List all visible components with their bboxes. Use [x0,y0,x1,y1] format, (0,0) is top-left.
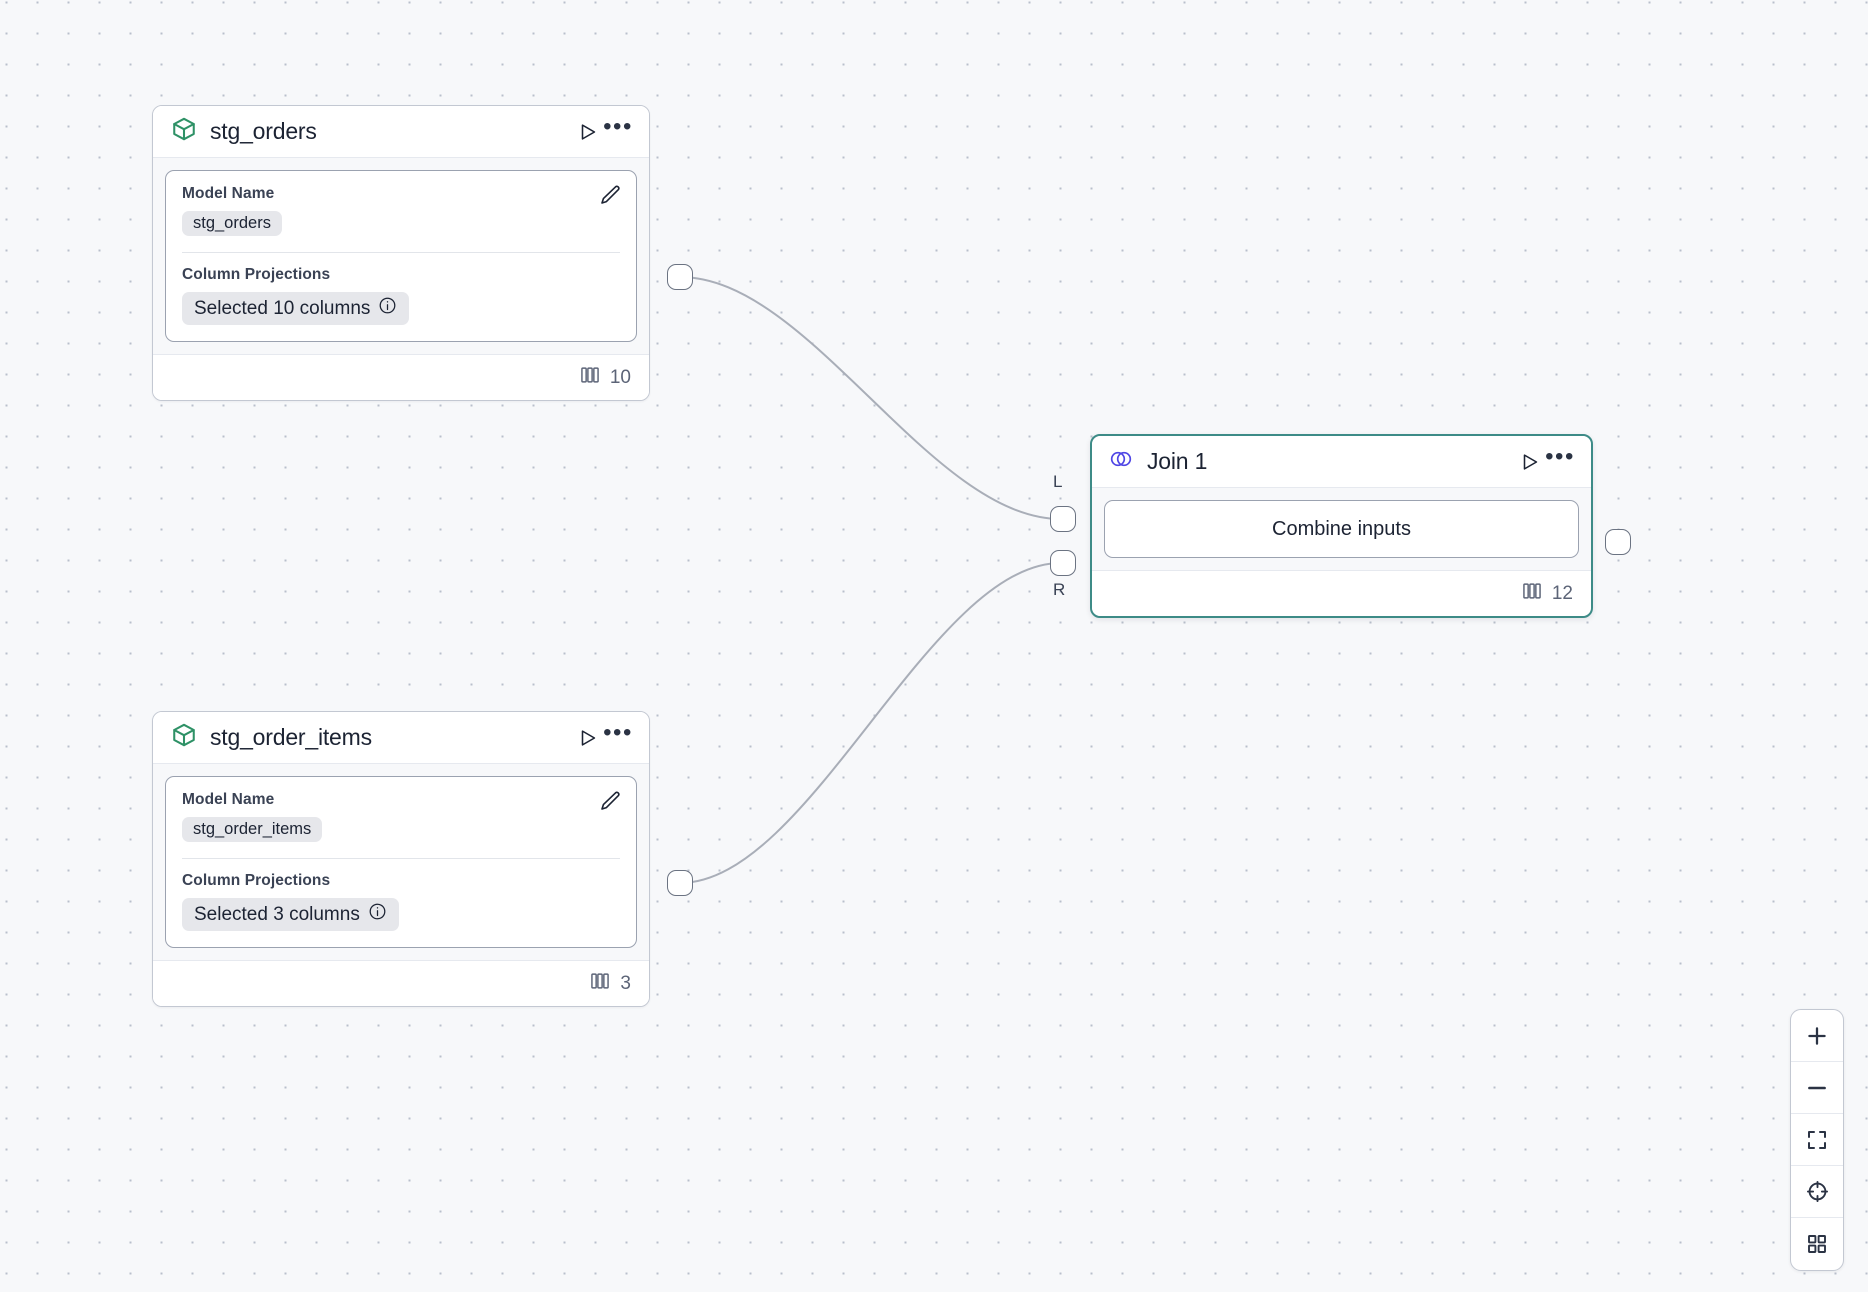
join-venn-icon [1108,446,1134,477]
pencil-icon[interactable] [598,789,622,818]
combine-inputs-label: Combine inputs [1272,517,1411,540]
model-config-card: Model Name stg_order_items Column Projec… [165,776,637,948]
pencil-icon[interactable] [598,183,622,212]
run-button[interactable] [1515,447,1545,477]
edge-stg-orders-to-join-left [679,276,1062,520]
source-handle-stg-order-items[interactable] [667,870,693,896]
node-body: Model Name stg_orders Column Projections… [153,158,649,354]
zoom-toolbar[interactable] [1790,1009,1844,1271]
right-input-handle[interactable] [1050,550,1076,576]
node-body: Combine inputs [1092,488,1591,570]
model-name-pill[interactable]: stg_order_items [182,817,323,842]
node-header: stg_order_items ••• [153,712,649,764]
node-title: Join 1 [1147,448,1208,474]
more-options-button[interactable]: ••• [1545,443,1575,470]
model-name-pill[interactable]: stg_orders [182,211,282,236]
columns-icon [589,970,611,997]
field-label-column-projections: Column Projections [182,266,331,283]
node-body: Model Name stg_order_items Column Projec… [153,764,649,960]
model-name-value: stg_order_items [193,820,312,838]
column-projections-pill[interactable]: Selected 3 columns [182,898,399,931]
toggle-grid-button[interactable] [1791,1218,1843,1270]
run-button[interactable] [573,117,603,147]
cube-icon [171,722,197,753]
node-header: Join 1 ••• [1092,436,1591,488]
left-input-handle-label: L [1053,472,1063,491]
info-icon[interactable] [368,902,387,927]
node-title: stg_order_items [210,724,372,750]
left-input-handle[interactable] [1050,506,1076,532]
divider [182,252,620,253]
more-options-button[interactable]: ••• [603,719,633,746]
node-stg-order-items[interactable]: stg_order_items ••• Model Name stg_order… [152,711,650,1007]
column-count: 3 [620,972,631,994]
center-view-button[interactable] [1791,1166,1843,1218]
node-footer: 3 [153,960,649,1006]
edge-stg-order-items-to-join-right [679,562,1062,884]
node-footer: 10 [153,354,649,400]
divider [182,858,620,859]
column-projections-pill[interactable]: Selected 10 columns [182,292,410,325]
field-label-model-name: Model Name [182,185,275,202]
columns-icon [1521,580,1543,607]
node-footer: 12 [1092,570,1591,616]
node-header: stg_orders ••• [153,106,649,158]
zoom-out-button[interactable] [1791,1062,1843,1114]
run-button[interactable] [573,723,603,753]
info-icon[interactable] [378,296,397,321]
column-count: 10 [609,366,631,388]
columns-icon [579,364,601,391]
right-input-handle-label: R [1053,580,1066,599]
fit-view-button[interactable] [1791,1114,1843,1166]
column-projections-value: Selected 10 columns [194,297,371,319]
combine-inputs-button[interactable]: Combine inputs [1104,500,1579,558]
field-label-model-name: Model Name [182,791,275,808]
cube-icon [171,116,197,147]
node-join-1[interactable]: Join 1 ••• Combine inputs 12 [1090,434,1593,618]
node-title: stg_orders [210,118,317,144]
column-projections-value: Selected 3 columns [194,903,360,925]
node-stg-orders[interactable]: stg_orders ••• Model Name stg_orders Col [152,105,650,401]
source-handle-stg-orders[interactable] [667,264,693,290]
model-name-value: stg_orders [193,214,271,232]
column-count: 12 [1551,582,1573,604]
more-options-button[interactable]: ••• [603,113,633,140]
zoom-in-button[interactable] [1791,1010,1843,1062]
model-config-card: Model Name stg_orders Column Projections… [165,170,637,342]
output-handle-join-1[interactable] [1605,529,1631,555]
field-label-column-projections: Column Projections [182,872,331,889]
